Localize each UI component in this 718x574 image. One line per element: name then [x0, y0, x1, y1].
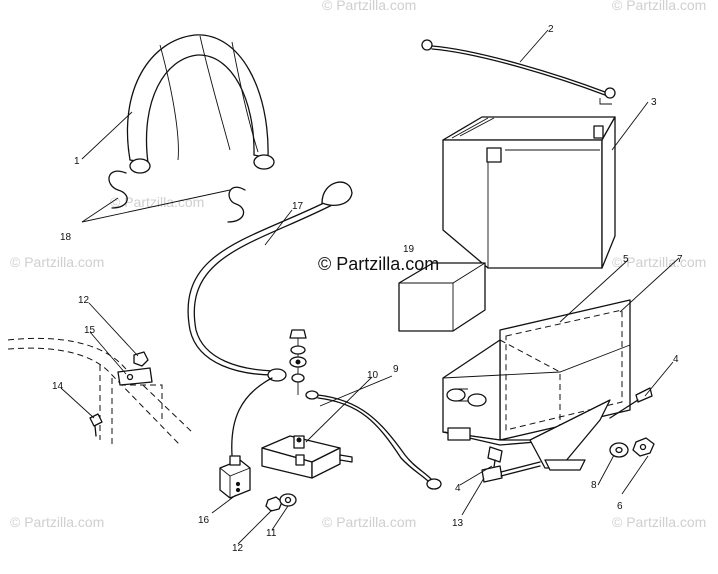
callout-6: 6 [617, 501, 623, 512]
callout-3: 3 [651, 97, 657, 108]
callout-12-upper: 12 [78, 295, 90, 306]
callout-9: 9 [393, 364, 399, 375]
leader-lines [60, 29, 680, 545]
part-battery-strap [126, 34, 275, 174]
watermark-bottom-right: © Partzilla.com [612, 514, 706, 530]
callout-14: 14 [52, 381, 64, 392]
callout-numbers: 1 2 3 4 4 5 6 7 8 9 10 11 12 12 13 14 15… [52, 24, 683, 554]
callout-19: 19 [403, 244, 415, 255]
watermark-top-center: © Partzilla.com [322, 0, 416, 13]
callout-7: 7 [677, 254, 683, 265]
part-cable-9 [305, 390, 442, 490]
part-bolts [487, 387, 653, 476]
part-battery [442, 116, 616, 269]
watermark-main: © Partzilla.com [318, 254, 439, 274]
watermark-upper-left: © Partzilla.com [110, 194, 204, 210]
part-nut-washer [609, 437, 655, 458]
callout-8: 8 [591, 480, 597, 491]
callout-10: 10 [367, 370, 379, 381]
watermark-bottom-left: © Partzilla.com [10, 514, 104, 530]
part-connector [219, 377, 273, 499]
part-frame-bracket [7, 337, 193, 446]
part-nut-washer-lower [265, 493, 297, 512]
watermark-top-right: © Partzilla.com [612, 0, 706, 13]
callout-11: 11 [266, 528, 277, 539]
callout-1: 1 [74, 156, 80, 167]
part-stud-hardware [289, 329, 307, 395]
callout-18: 18 [60, 232, 72, 243]
part-foam-pad [398, 262, 486, 332]
callout-4-right: 4 [673, 354, 679, 365]
part-solenoid [261, 435, 353, 479]
watermark-left: © Partzilla.com [10, 254, 104, 270]
callout-16: 16 [198, 515, 210, 526]
callout-15: 15 [84, 325, 96, 336]
background-watermarks: © Partzilla.com © Partzilla.com © Partzi… [10, 0, 706, 530]
callout-4-lower: 4 [455, 483, 461, 494]
watermark-bottom-center: © Partzilla.com [322, 514, 416, 530]
callout-5: 5 [623, 254, 629, 265]
callout-13: 13 [452, 518, 464, 529]
watermark-right: © Partzilla.com [612, 254, 706, 270]
part-battery-box [442, 299, 631, 471]
part-s-hooks [108, 170, 246, 223]
part-ground-cable [421, 39, 616, 105]
part-positive-cable [187, 181, 353, 382]
callout-12-lower: 12 [232, 543, 244, 554]
part-bolt-13 [481, 461, 541, 483]
callout-17: 17 [292, 201, 304, 212]
callout-2: 2 [548, 24, 554, 35]
